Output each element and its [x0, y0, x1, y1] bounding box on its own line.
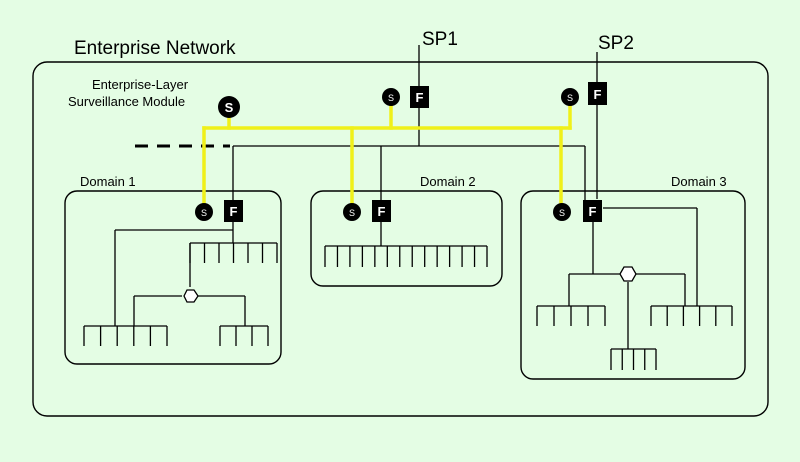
backbone-wiring: [232, 45, 598, 200]
domain-2-label: Domain 2: [420, 174, 476, 189]
domain-3-host-bus-right: [650, 305, 733, 326]
surveillance-domain-3: S: [553, 203, 571, 221]
svg-text:F: F: [589, 204, 597, 219]
domain-1-host-bus-right: [219, 325, 269, 346]
svg-text:S: S: [559, 208, 565, 218]
sp1-label: SP1: [422, 29, 458, 50]
svg-text:F: F: [416, 90, 424, 105]
domain-1-host-bus-left: [83, 325, 168, 346]
svg-text:S: S: [349, 208, 355, 218]
domain-3-host-bus-bottom: [610, 348, 657, 370]
domain-2-box: [310, 190, 503, 287]
svg-text:S: S: [225, 100, 234, 115]
surveillance-links: [202, 102, 572, 211]
surveillance-domain-2: S: [343, 203, 361, 221]
domain-3-wiring: [568, 207, 698, 349]
svg-text:F: F: [230, 204, 238, 219]
domain-1-box: [64, 190, 282, 365]
surveillance-sp2: S: [561, 88, 579, 106]
firewall-sp1: F: [410, 86, 429, 108]
svg-text:F: F: [378, 204, 386, 219]
domain-3-box: [520, 190, 746, 380]
firewall-domain-2: F: [372, 200, 391, 222]
surveillance-sp1: S: [382, 88, 400, 106]
sp2-label: SP2: [598, 33, 634, 54]
domain-1-host-bus-top: [189, 242, 278, 263]
domain-3-hub: [619, 266, 637, 282]
firewall-domain-3: F: [583, 200, 602, 222]
domain-1-label: Domain 1: [80, 174, 136, 189]
firewall-domain-1: F: [224, 200, 243, 222]
surveillance-domain-1: S: [195, 203, 213, 221]
domain-1-wiring: [114, 222, 246, 326]
firewall-sp2: F: [588, 82, 607, 105]
svg-text:F: F: [594, 87, 602, 102]
svg-text:S: S: [201, 208, 207, 218]
domain-3-label: Domain 3: [671, 174, 727, 189]
enterprise-boundary: [32, 61, 769, 417]
surveillance-module-label-line2: Surveillance Module: [68, 94, 185, 109]
enterprise-title: Enterprise Network: [74, 38, 236, 59]
svg-text:S: S: [388, 93, 394, 103]
domain-1-hub: [183, 289, 199, 303]
domain-2-host-bus: [324, 245, 488, 267]
surveillance-module-label-line1: Enterprise-Layer: [92, 77, 189, 92]
svg-text:S: S: [567, 93, 573, 103]
surveillance-enterprise: S: [218, 96, 240, 118]
domain-3-host-bus-left: [536, 305, 606, 326]
